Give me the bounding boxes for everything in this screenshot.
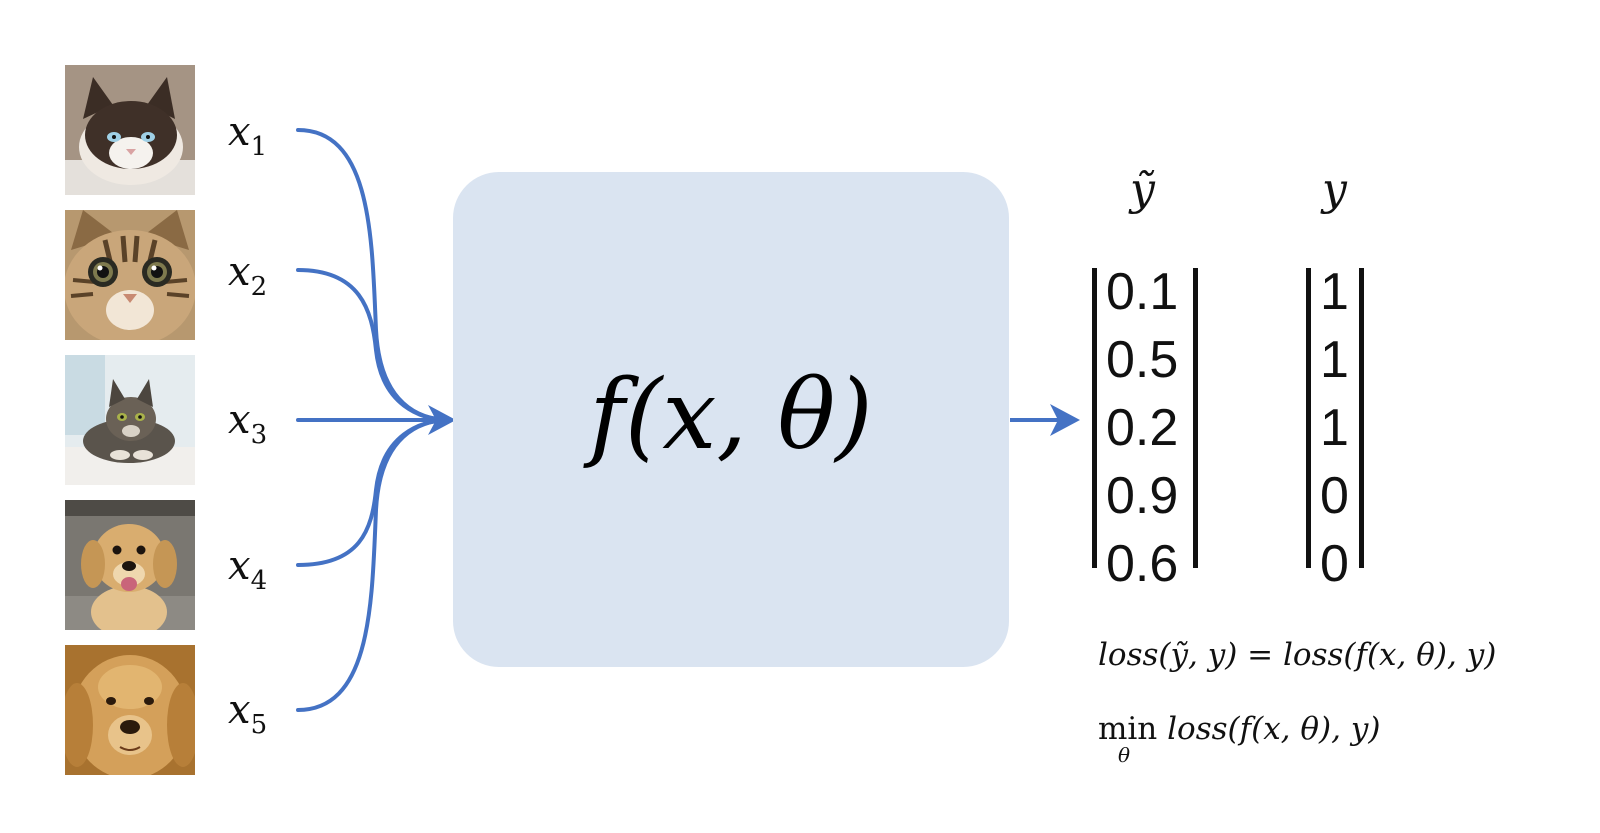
curve-x2: [296, 268, 452, 422]
objective-min: min: [1098, 711, 1158, 747]
prediction-values: 0.1 0.5 0.2 0.9 0.6: [1106, 258, 1178, 598]
input-image-4: [65, 500, 195, 630]
prediction-vector: 0.1 0.5 0.2 0.9 0.6: [1092, 258, 1202, 593]
target-value: 0: [1320, 467, 1349, 525]
prediction-value: 0.2: [1106, 399, 1179, 457]
input-image-3: [65, 355, 195, 485]
target-vector: 1 1 1 0 0: [1306, 258, 1370, 593]
target-values: 1 1 1 0 0: [1320, 258, 1349, 598]
input-image-5: [65, 645, 195, 775]
input-arrowhead: [428, 405, 456, 435]
prediction-value: 0.6: [1106, 535, 1179, 593]
objective-subscript: θ: [1118, 743, 1131, 767]
target-value: 1: [1320, 263, 1349, 321]
prediction-left-bracket: [1092, 268, 1097, 568]
model-box: f(x, θ): [453, 172, 1009, 667]
prediction-value: 0.9: [1106, 467, 1179, 525]
prediction-right-bracket: [1193, 268, 1198, 568]
loss-equation: loss(ỹ, y) = loss(f(x, θ), y): [1098, 637, 1497, 673]
prediction-header: ỹ: [1130, 164, 1155, 215]
target-value: 0: [1320, 535, 1349, 593]
target-header: y: [1322, 164, 1347, 215]
output-arrowhead: [1050, 404, 1080, 436]
target-value: 1: [1320, 331, 1349, 389]
curve-x5: [296, 418, 452, 712]
input-label-2: x2: [228, 249, 268, 302]
prediction-value: 0.1: [1106, 263, 1179, 321]
input-label-4: x4: [228, 543, 268, 596]
input-label-1: x1: [228, 109, 268, 162]
objective-body: loss(f(x, θ), y): [1167, 711, 1381, 747]
prediction-value: 0.5: [1106, 331, 1179, 389]
model-formula: f(x, θ): [589, 359, 873, 471]
target-left-bracket: [1306, 268, 1311, 568]
input-image-2: [65, 210, 195, 340]
input-image-1: [65, 65, 195, 195]
curve-x1: [296, 128, 452, 422]
input-label-5: x5: [228, 687, 268, 740]
target-value: 1: [1320, 399, 1349, 457]
target-right-bracket: [1359, 268, 1364, 568]
objective-formula: min loss(f(x, θ), y): [1098, 714, 1380, 745]
input-label-3: x3: [228, 397, 268, 450]
